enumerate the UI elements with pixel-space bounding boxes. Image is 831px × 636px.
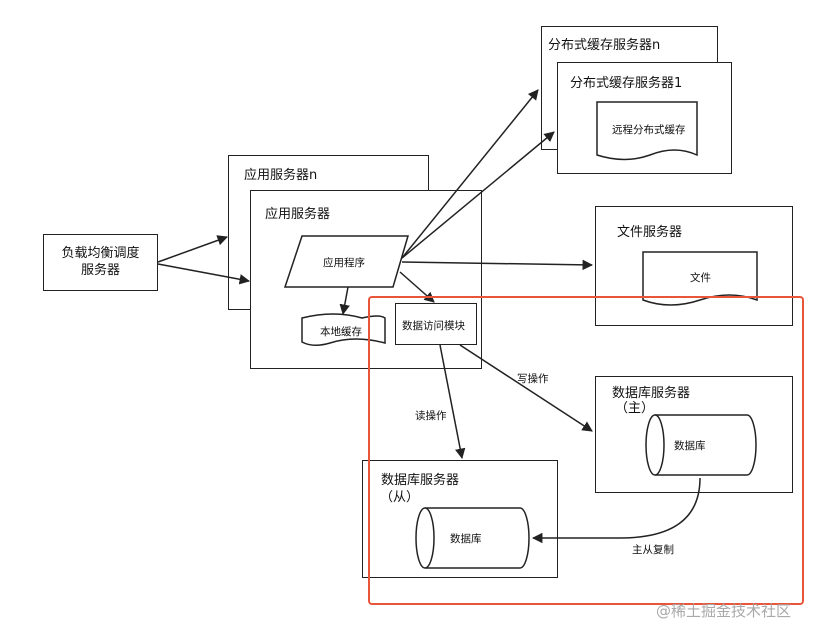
data-access-label: 数据访问模块 (402, 320, 465, 332)
master-db-drum (645, 414, 757, 476)
arrow-app-to-file-server (401, 259, 594, 271)
file-doc (642, 251, 758, 306)
db-master-role: （主） (615, 401, 655, 416)
arrow-lb-to-app-n (157, 235, 228, 263)
db-slave-role: （从） (380, 490, 420, 505)
arrow-app-to-local-cache (339, 286, 350, 316)
db-slave-title: 数据库服务器 (381, 473, 460, 488)
read-op-label: 读操作 (415, 410, 447, 422)
data-access-box (395, 303, 477, 345)
cache-server-n-label: 分布式缓存服务器n (548, 38, 661, 53)
app-program-parallelogram (283, 235, 410, 288)
local-cache-label: 本地缓存 (320, 326, 362, 338)
highlight-frame (368, 296, 804, 605)
write-op-label: 写操作 (517, 373, 549, 385)
arrow-app-to-cache-1 (401, 131, 555, 259)
arrow-read (439, 344, 466, 460)
file-label: 文件 (690, 272, 711, 284)
db-master-db-label: 数据库 (674, 440, 706, 452)
arrow-replication (531, 477, 701, 544)
arrow-lb-to-app (157, 263, 251, 285)
slave-db-drum (415, 507, 530, 569)
remote-cache-doc (596, 101, 698, 161)
app-server-label: 应用服务器 (265, 207, 331, 222)
app-program-label: 应用程序 (323, 257, 365, 269)
arrow-write (459, 344, 593, 432)
app-server-n-label: 应用服务器n (244, 168, 318, 183)
load-balancer-box (43, 234, 158, 291)
arrow-app-to-cache-n (401, 89, 539, 259)
db-slave-db-label: 数据库 (450, 533, 482, 545)
watermark: @稀土掘金技术社区 (656, 602, 792, 620)
load-balancer-text: 负载均衡调度服务器 (61, 246, 140, 278)
file-server-label: 文件服务器 (617, 225, 683, 240)
cache-server-1-label: 分布式缓存服务器1 (570, 76, 683, 91)
db-master-title: 数据库服务器 (612, 386, 691, 401)
replication-label: 主从复制 (632, 544, 674, 556)
remote-cache-label: 远程分布式缓存 (612, 124, 686, 136)
load-balancer-label: 负载均衡调度服务器 (43, 245, 158, 279)
